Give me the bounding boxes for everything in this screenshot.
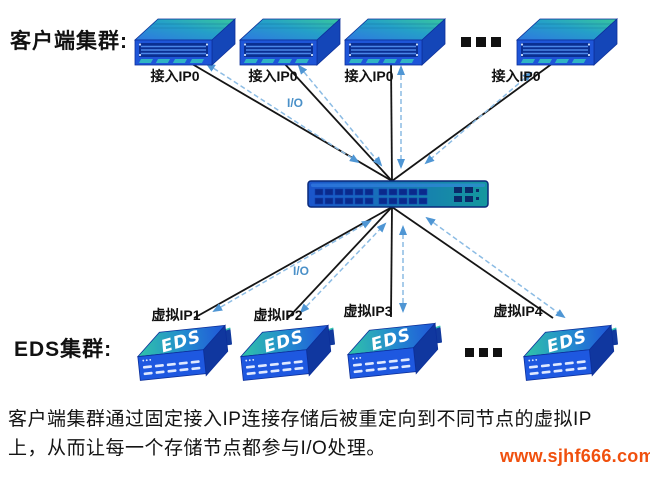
io-label-top: I/O <box>287 96 304 110</box>
client-server-icon <box>516 18 618 66</box>
ellipsis-dots-top <box>461 37 501 47</box>
eds-server-icon: EDS <box>134 324 236 384</box>
caption-line-2: 上，从而让每一个存储节点都参与I/O处理。 <box>8 438 386 459</box>
access-ip-label: 接入IP0 <box>150 68 200 84</box>
eds-cluster-label: EDS集群: <box>14 338 113 361</box>
access-ip-label: 接入IP0 <box>344 68 394 84</box>
caption-line-1: 客户端集群通过固定接入IP连接存储后被重定向到不同节点的虚拟IP <box>8 409 592 430</box>
eds-server-icon: EDS <box>237 324 339 384</box>
access-ip-label: 接入IP0 <box>248 68 298 84</box>
network-switch-icon <box>307 180 489 208</box>
virtual-ip-label: 虚拟IP2 <box>253 307 303 323</box>
virtual-ip-label: 虚拟IP1 <box>151 307 201 323</box>
io-label-bottom: I/O <box>293 264 310 278</box>
dashed-io-arrows <box>205 62 566 319</box>
client-server-icon <box>134 18 236 66</box>
eds-server-icon: EDS <box>344 322 446 382</box>
connection-lines <box>186 60 566 319</box>
virtual-ip-label: 虚拟IP4 <box>493 303 543 319</box>
ellipsis-dots-bottom <box>465 348 502 357</box>
client-cluster-label: 客户端集群: <box>10 30 128 53</box>
client-server-icon <box>239 18 341 66</box>
watermark-url: www.sjhf666.com <box>500 446 650 466</box>
eds-server-icon: EDS <box>520 324 622 384</box>
access-ip-label: 接入IP0 <box>491 68 541 84</box>
client-server-icon <box>344 18 446 66</box>
virtual-ip-label: 虚拟IP3 <box>343 303 393 319</box>
